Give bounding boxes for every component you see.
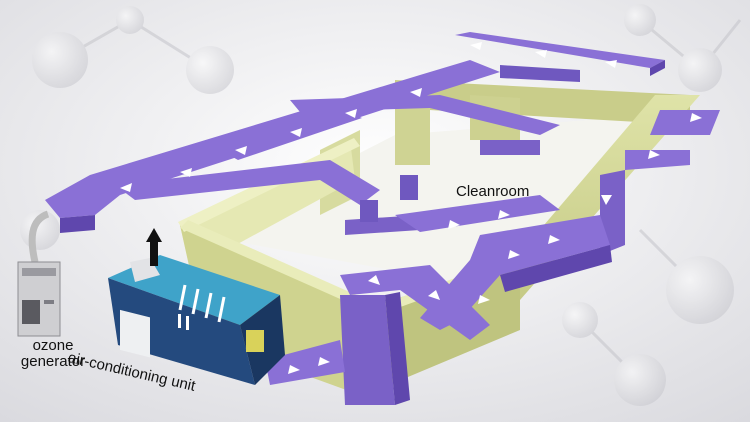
ozone-label-line-1: ozone [32, 337, 74, 354]
ozone-label-line-2: generator [20, 352, 86, 370]
air-conditioning-unit-icon [108, 255, 285, 385]
ozone-generator-label: ozone generator [12, 338, 94, 370]
duct-flow-arrows [120, 42, 702, 374]
ozone-generator-icon [17, 210, 61, 337]
cleanroom-label: Cleanroom [456, 183, 530, 200]
molecule-decoration [20, 4, 742, 406]
supply-flow-arrow-icon [146, 228, 162, 266]
